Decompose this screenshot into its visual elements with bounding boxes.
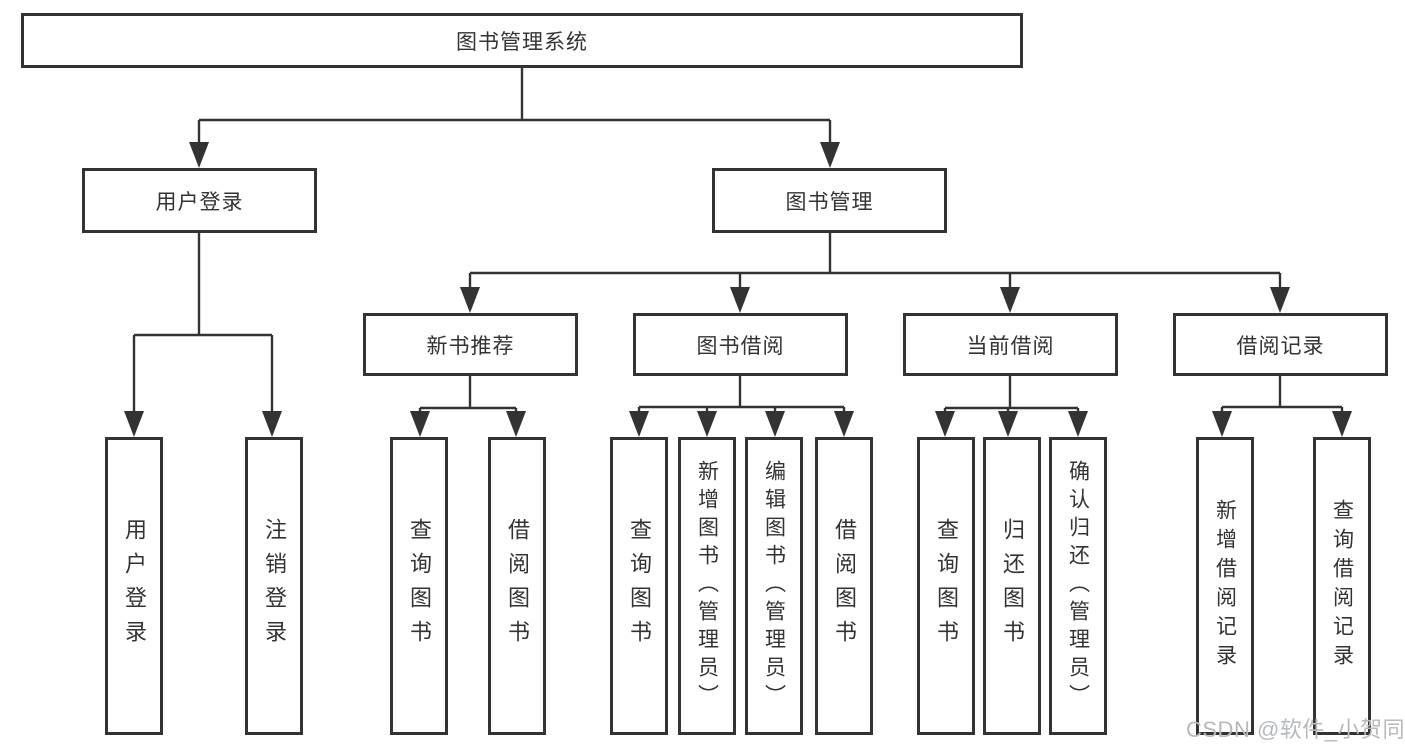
leaf-add-book-admin: 新增图书（管理员） (678, 437, 736, 735)
leaf-query-borrow-record: 查询借阅记录 (1313, 437, 1371, 735)
node-current-borrow: 当前借阅 (903, 313, 1118, 376)
node-book-management: 图书管理 (712, 168, 947, 233)
leaf-add-borrow-record-label: 新增借阅记录 (1213, 499, 1237, 673)
leaf-current-query-book: 查询图书 (917, 437, 975, 735)
node-new-book-recommend: 新书推荐 (363, 313, 578, 376)
leaf-logout: 注销登录 (245, 437, 303, 735)
leaf-borrow-book-label: 借阅图书 (832, 518, 857, 654)
leaf-add-book-admin-label: 新增图书（管理员） (695, 460, 719, 712)
leaf-confirm-return-admin-label: 确认归还（管理员） (1066, 460, 1090, 712)
node-user-login: 用户登录 (82, 168, 317, 233)
leaf-return-book: 归还图书 (983, 437, 1041, 735)
node-library-system-label: 图书管理系统 (456, 30, 588, 54)
leaf-borrow-query-book: 查询图书 (610, 437, 668, 735)
node-new-book-recommend-label: 新书推荐 (426, 334, 515, 358)
node-book-borrow-label: 图书借阅 (696, 334, 785, 358)
leaf-user-login-label: 用户登录 (122, 518, 147, 654)
leaf-logout-label: 注销登录 (262, 518, 287, 654)
node-borrow-records-label: 借阅记录 (1236, 334, 1325, 358)
leaf-edit-book-admin: 编辑图书（管理员） (745, 437, 803, 735)
leaf-recommend-query-book: 查询图书 (390, 437, 448, 735)
leaf-current-query-book-label: 查询图书 (934, 518, 959, 654)
csdn-watermark: CSDN @软件_小贺同学 (1186, 717, 1405, 742)
leaf-recommend-borrow-book: 借阅图书 (488, 437, 546, 735)
leaf-return-book-label: 归还图书 (1000, 518, 1025, 654)
leaf-borrow-book: 借阅图书 (815, 437, 873, 735)
leaf-query-borrow-record-label: 查询借阅记录 (1330, 499, 1354, 673)
leaf-recommend-borrow-book-label: 借阅图书 (505, 518, 530, 654)
node-book-borrow: 图书借阅 (633, 313, 848, 376)
leaf-confirm-return-admin: 确认归还（管理员） (1049, 437, 1107, 735)
node-borrow-records: 借阅记录 (1173, 313, 1388, 376)
leaf-borrow-query-book-label: 查询图书 (627, 518, 652, 654)
node-library-system: 图书管理系统 (21, 13, 1023, 68)
node-book-management-label: 图书管理 (785, 190, 874, 214)
leaf-edit-book-admin-label: 编辑图书（管理员） (762, 460, 786, 712)
leaf-user-login: 用户登录 (105, 437, 163, 735)
node-user-login-label: 用户登录 (155, 190, 244, 214)
leaf-recommend-query-book-label: 查询图书 (407, 518, 432, 654)
leaf-add-borrow-record: 新增借阅记录 (1196, 437, 1254, 735)
node-current-borrow-label: 当前借阅 (966, 334, 1055, 358)
